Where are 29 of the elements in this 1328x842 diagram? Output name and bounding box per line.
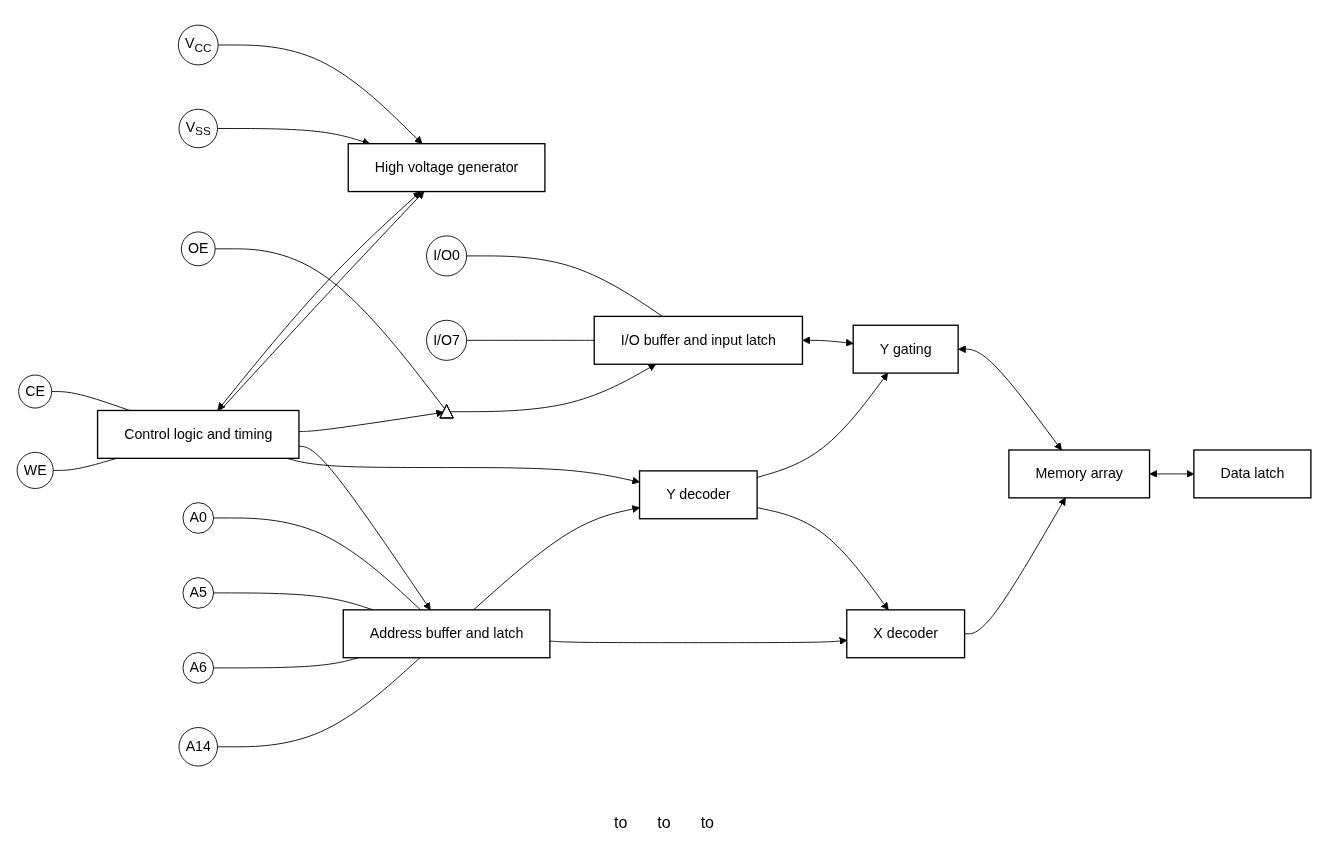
note-text: to <box>657 814 671 832</box>
node-circle: A5 <box>182 577 214 610</box>
node-box: Memory array <box>1008 449 1151 499</box>
node-circle: OE <box>180 231 216 267</box>
connector <box>214 248 446 411</box>
node-circle: CE <box>18 375 53 409</box>
node-circle: A0 <box>182 502 214 535</box>
node-box: Data latch <box>1193 449 1312 499</box>
note-text: to <box>614 814 628 832</box>
node-circle: V$_{SS}$ <box>178 109 218 149</box>
node-circle: A6 <box>182 652 214 685</box>
note-text: to <box>700 814 714 832</box>
node-box: X decoder <box>846 609 966 659</box>
connector <box>466 255 663 318</box>
node-circle: WE <box>16 452 54 490</box>
node-box: Y decoder <box>638 470 758 520</box>
node-circle: I/O7 <box>426 320 468 362</box>
node-box: High voltage generator <box>347 143 546 193</box>
node-box: Address buffer and latch <box>342 609 551 659</box>
connector <box>466 340 595 342</box>
node-circle: I/O0 <box>426 235 468 277</box>
node-box: Y gating <box>852 325 959 375</box>
node-circle: A14 <box>178 727 218 767</box>
connector <box>217 657 421 748</box>
node-box: Control logic and timing <box>96 410 300 460</box>
connector <box>213 517 422 611</box>
node-circle: V$_{CC}$ <box>177 25 219 66</box>
connector <box>213 592 374 611</box>
node-box: I/O buffer and input latch <box>593 316 804 366</box>
